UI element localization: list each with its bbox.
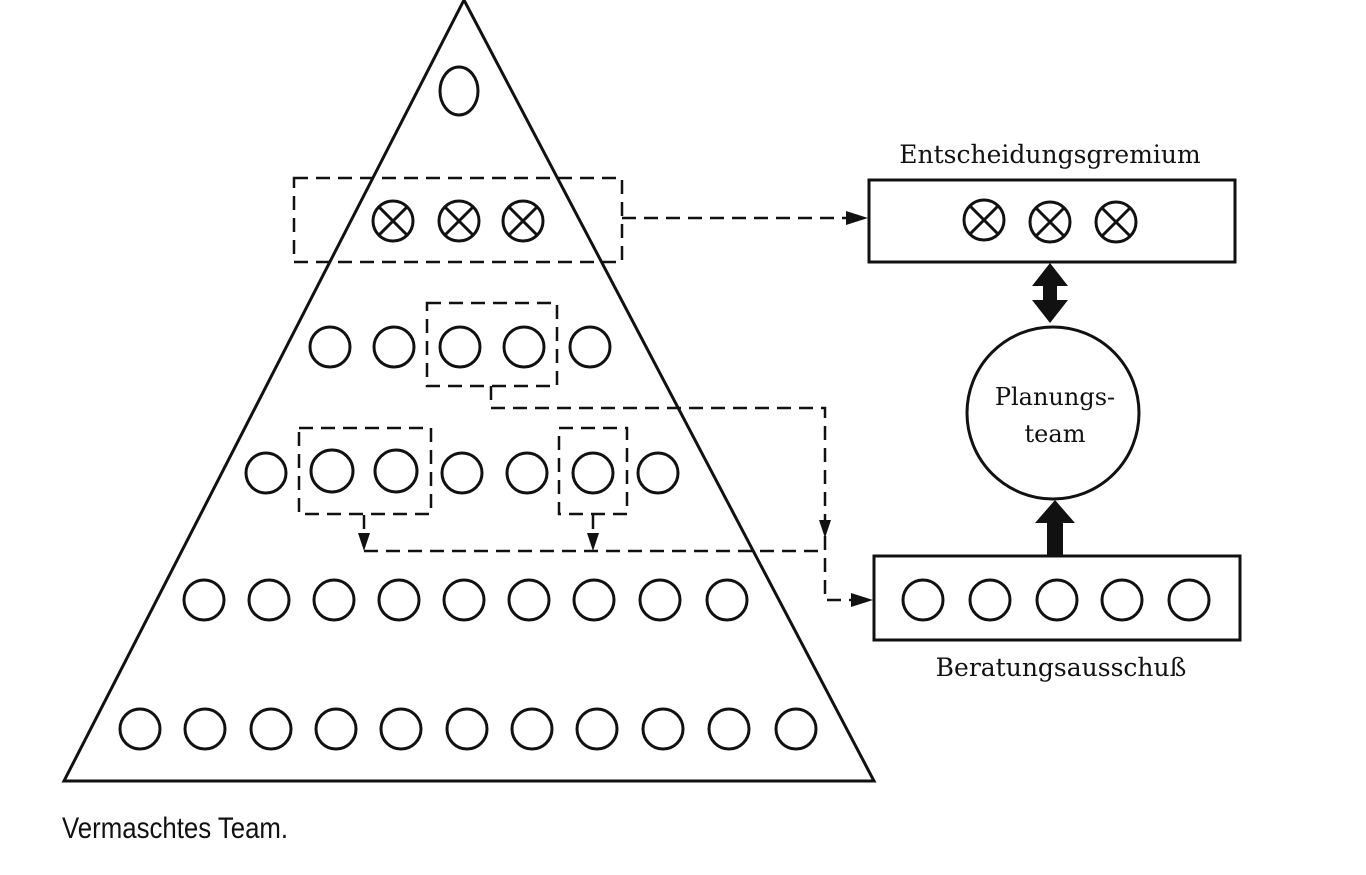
member-node [247, 578, 291, 622]
advisory-committee-box [872, 554, 1242, 642]
member-node [1100, 578, 1144, 622]
member-node [438, 65, 480, 117]
member-node [502, 325, 546, 369]
pyramid-level-2 [292, 176, 624, 264]
member-node [372, 325, 416, 369]
planning-team: Planungs- team [965, 325, 1141, 501]
member-node [636, 451, 680, 495]
hierarchy-pyramid [61, 0, 877, 783]
member-node [568, 325, 612, 369]
advisory-committee-label: Beratungsausschuß [936, 653, 1187, 682]
member-node [507, 578, 551, 622]
delegation-group-box [557, 426, 629, 516]
decision-board-box [867, 178, 1237, 264]
member-node [445, 707, 489, 751]
member-node [510, 707, 554, 751]
member-node [505, 451, 549, 495]
marked-member-node [501, 199, 545, 243]
member-node [379, 707, 423, 751]
pyramid-level-3 [308, 301, 612, 388]
member-node [314, 707, 358, 751]
member-node [572, 578, 616, 622]
figure-caption: Vermaschtes Team. [62, 812, 289, 845]
pyramid-level-5 [182, 578, 749, 622]
marked-member-node [437, 199, 481, 243]
marked-member-node [371, 199, 415, 243]
member-node [774, 707, 818, 751]
member-node [438, 325, 482, 369]
marked-member-node [962, 198, 1006, 242]
member-node [183, 707, 227, 751]
delegation-group-box [297, 426, 433, 516]
member-node [571, 451, 615, 495]
member-node [705, 578, 749, 622]
member-node [244, 451, 288, 495]
member-node [312, 578, 356, 622]
connector-to-decision-board [622, 211, 868, 225]
pyramid-level-6 [118, 707, 818, 751]
planning-team-label-line1: Planungs- [995, 383, 1115, 411]
member-node [308, 325, 352, 369]
member-node [641, 707, 685, 751]
advisory-committee: Beratungsausschuß [872, 554, 1242, 682]
member-node [118, 707, 162, 751]
member-node [1035, 578, 1079, 622]
connector-level4-to-advisory [358, 515, 825, 553]
member-node [442, 578, 486, 622]
member-node [638, 578, 682, 622]
bidirectional-arrow [1032, 263, 1068, 323]
up-arrow [1035, 500, 1075, 556]
delegation-group-box [292, 176, 624, 264]
pyramid-level-1 [438, 65, 480, 117]
marked-member-node [1028, 200, 1072, 244]
member-node [182, 578, 226, 622]
member-node [373, 448, 419, 494]
member-node [309, 448, 355, 494]
member-node [440, 451, 484, 495]
planning-team-circle [965, 325, 1141, 501]
member-node [575, 707, 619, 751]
pyramid-level-4 [244, 426, 680, 516]
member-node [377, 578, 421, 622]
member-node [249, 707, 293, 751]
member-node [968, 578, 1012, 622]
decision-board-label: Entscheidungsgremium [899, 140, 1201, 169]
decision-board: Entscheidungsgremium [867, 140, 1237, 264]
connector-level3-to-advisory [489, 386, 873, 607]
member-node [707, 707, 751, 751]
member-node [901, 578, 945, 622]
member-node [1167, 578, 1211, 622]
marked-member-node [1094, 200, 1138, 244]
planning-team-label-line2: team [1025, 420, 1086, 448]
